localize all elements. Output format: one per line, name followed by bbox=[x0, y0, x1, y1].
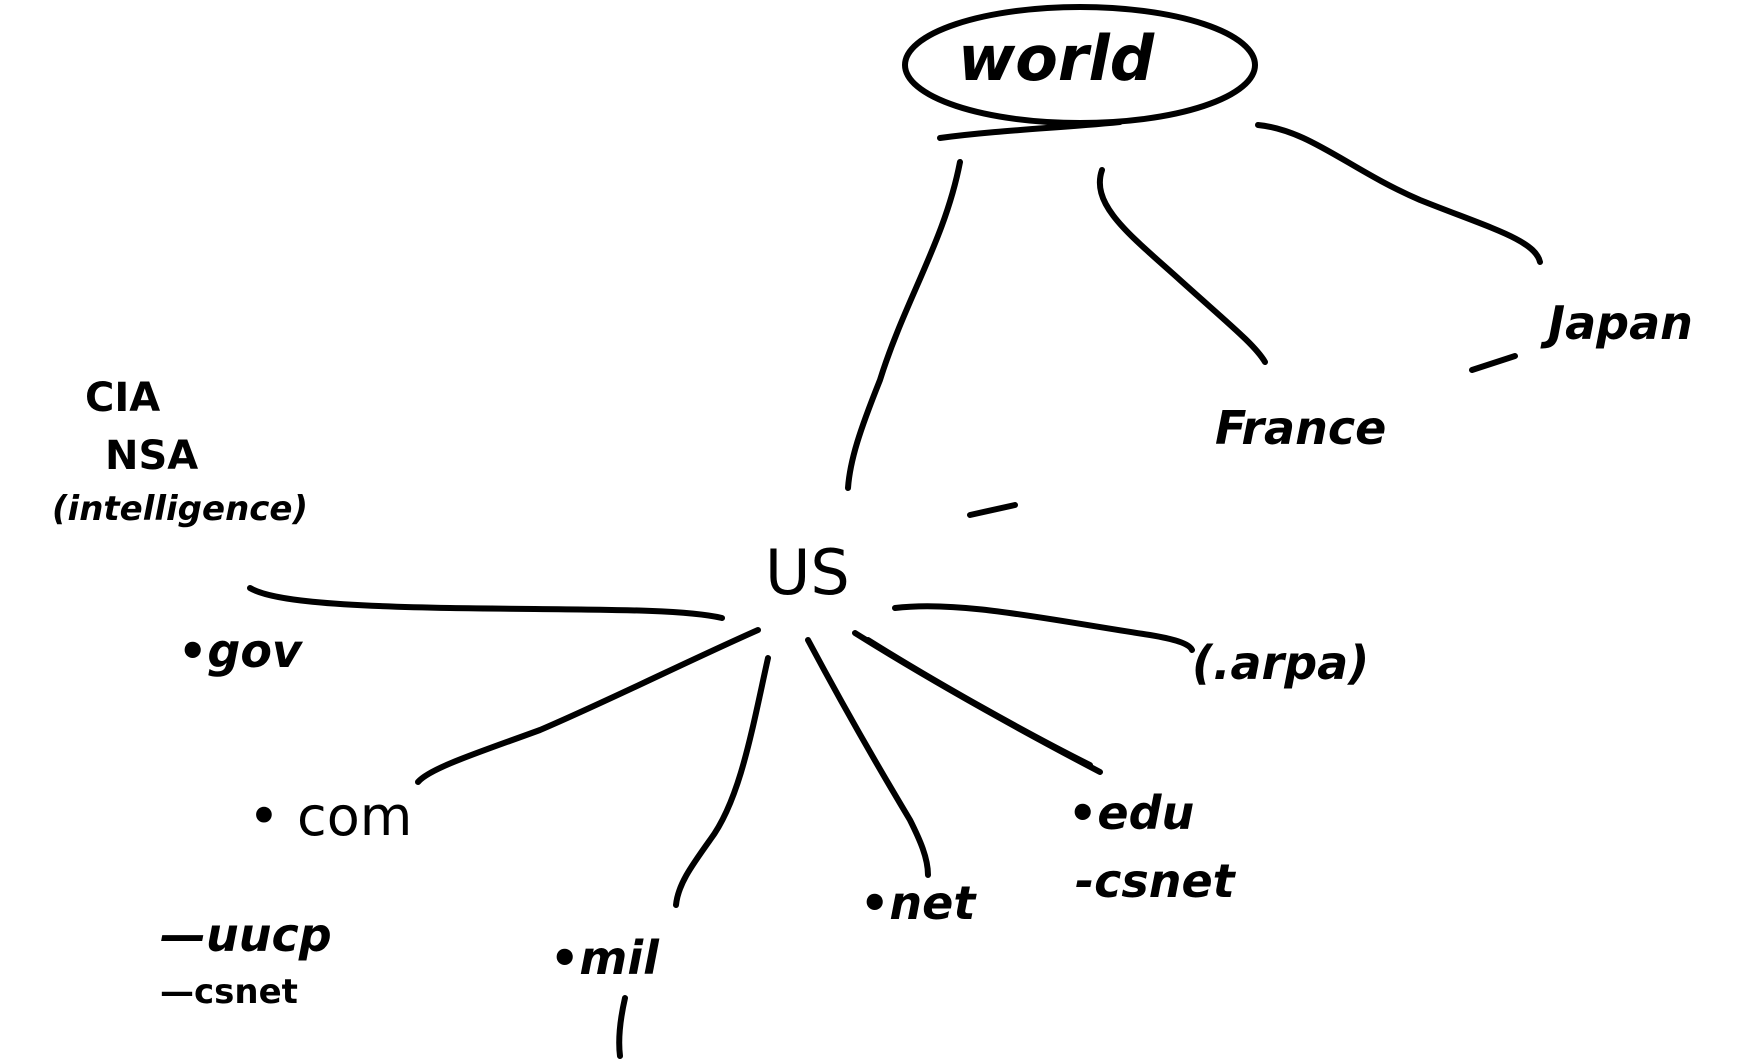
note-nsa: NSA bbox=[105, 433, 199, 479]
edu-csnet: -csnet bbox=[1075, 854, 1235, 908]
note-intelligence: (intelligence) bbox=[52, 489, 309, 529]
com-uucp: —uucp bbox=[160, 908, 332, 962]
edge-us-net bbox=[805, 637, 931, 878]
node-us: US bbox=[765, 536, 850, 609]
edge-us-mil bbox=[673, 655, 771, 908]
edge-world-us bbox=[845, 159, 963, 491]
node-mil: •mil bbox=[550, 931, 659, 985]
edge-us-edu-2 bbox=[865, 637, 1093, 768]
node-edu: •edu bbox=[1068, 786, 1195, 840]
edge-world-france bbox=[1097, 167, 1268, 365]
edge-france-japan bbox=[1469, 353, 1518, 373]
edge-us-com bbox=[415, 627, 761, 785]
node-france: France bbox=[1215, 401, 1387, 455]
edge-world-japan bbox=[1255, 122, 1543, 265]
edge-us-arpa bbox=[892, 603, 1195, 653]
stray-dash bbox=[967, 502, 1018, 518]
node-net: •net bbox=[860, 876, 976, 930]
node-gov: •gov bbox=[178, 624, 302, 678]
node-arpa: (.arpa) bbox=[1192, 636, 1370, 690]
com-csnet: —csnet bbox=[160, 972, 298, 1012]
note-cia: CIA bbox=[85, 375, 161, 421]
node-japan: Japan bbox=[1548, 296, 1693, 350]
node-com: • com bbox=[248, 785, 413, 848]
world-underline bbox=[937, 119, 1123, 141]
node-world: world bbox=[958, 22, 1155, 95]
edge-us-gov bbox=[247, 585, 725, 621]
mil-tail bbox=[616, 995, 628, 1059]
